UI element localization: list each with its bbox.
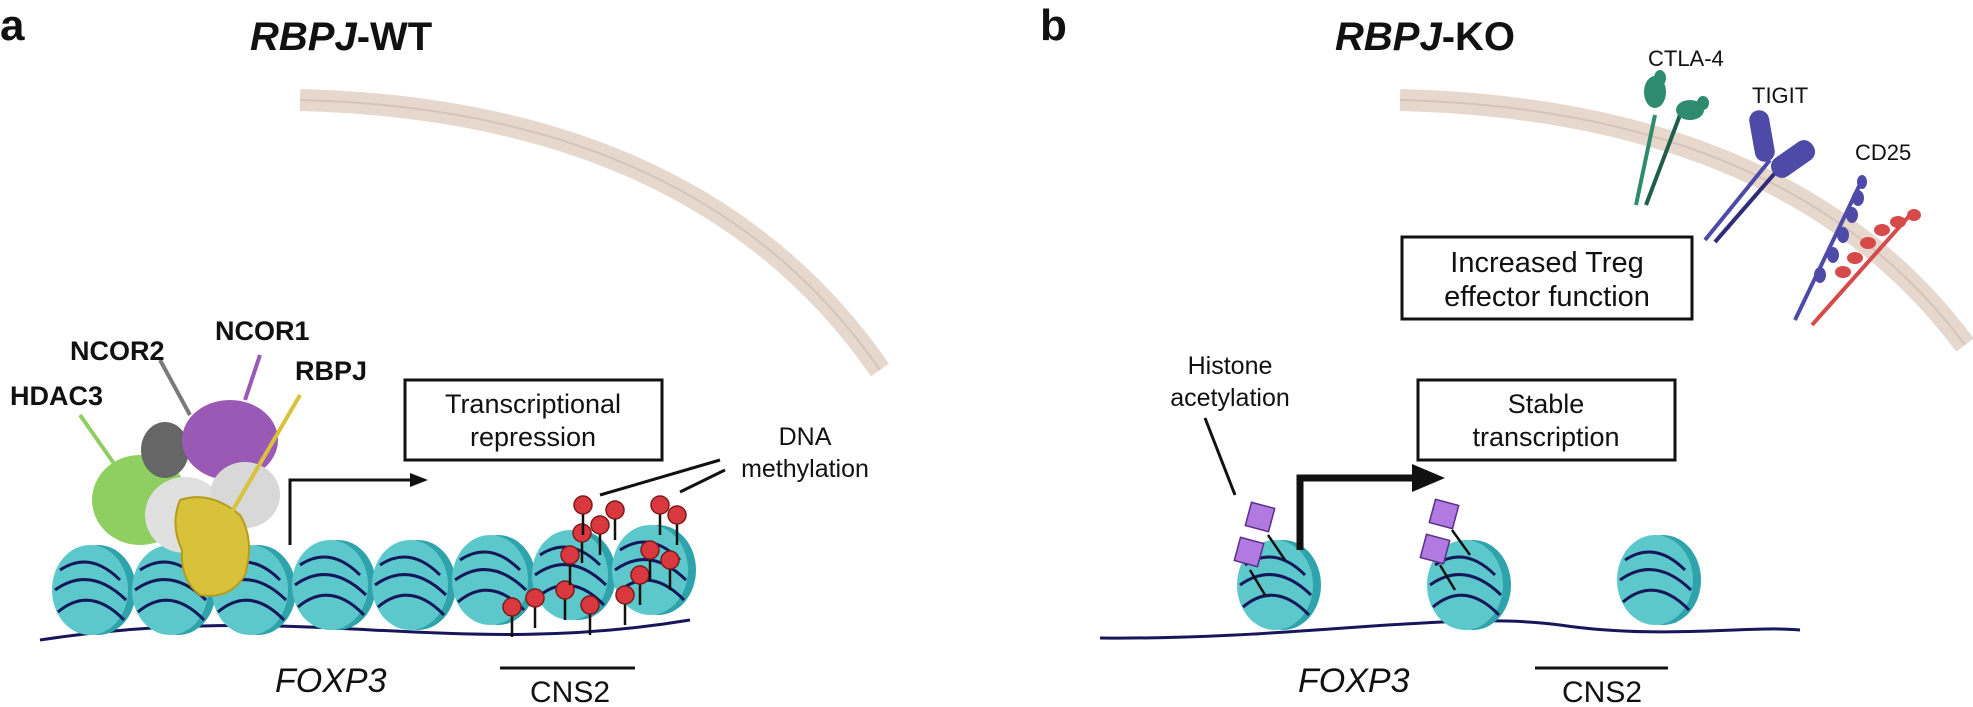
panel-a: a RBPJ-WT (0, 1, 890, 707)
ncor1-blob (182, 400, 278, 480)
stable-transcription-box (1416, 378, 1677, 462)
cd25-receptor (1793, 175, 1921, 327)
panel-b: b RBPJ-KO CTLA-4 TIGIT (1040, 1, 1973, 707)
foxp3-label-b: FOXP3 (1298, 662, 1410, 700)
repression-box (403, 378, 664, 462)
hdac3-label: HDAC3 (10, 381, 103, 411)
tigit-label: TIGIT (1752, 83, 1808, 108)
nucleosome-array-b (1235, 533, 1703, 632)
effector-box (1400, 235, 1694, 321)
ctla4-receptor (1634, 70, 1709, 206)
effector-box-line2: effector function (1444, 281, 1650, 313)
stable-box-line2: transcription (1472, 422, 1619, 452)
repression-box-line2: repression (470, 422, 596, 452)
panel-b-title: RBPJ-KO (1335, 15, 1515, 59)
tss-arrow-b (1296, 464, 1445, 550)
panel-b-title-gene: RBPJ (1335, 15, 1442, 59)
ncor1-label: NCOR1 (215, 316, 310, 346)
cell-membrane-a (299, 89, 890, 377)
tss-arrow-a (288, 473, 428, 545)
stable-box-line1: Stable (1508, 389, 1585, 419)
acetylation-marks (1233, 498, 1472, 596)
cd25-label: CD25 (1855, 140, 1911, 165)
panel-a-title-suffix: -WT (357, 15, 433, 59)
panel-a-letter: a (0, 1, 25, 50)
panel-b-title-suffix: -KO (1442, 15, 1515, 59)
dna-strand-a (39, 618, 691, 642)
dna-methylation-line2: methylation (741, 455, 869, 483)
ncor2-blob (141, 422, 189, 478)
cell-membrane-b (1399, 89, 1973, 352)
repression-box-line1: Transcriptional (445, 389, 621, 419)
cns2-label-b: CNS2 (1562, 676, 1642, 707)
panel-a-title: RBPJ-WT (250, 15, 432, 59)
ctla4-label: CTLA-4 (1648, 46, 1724, 71)
cns2-label-a: CNS2 (530, 676, 610, 707)
histone-acetylation-line2: acetylation (1170, 384, 1290, 412)
ncor2-label: NCOR2 (70, 336, 165, 366)
rbpj-blob (174, 496, 250, 597)
tigit-receptor (1703, 110, 1816, 244)
rbpj-label: RBPJ (295, 356, 367, 386)
dna-strand-b (1099, 619, 1801, 640)
panel-b-letter: b (1040, 1, 1067, 50)
effector-box-line1: Increased Treg (1450, 247, 1643, 279)
corepressor-complex (92, 400, 280, 597)
histone-acetylation-line1: Histone (1188, 352, 1273, 380)
dna-methylation-line1: DNA (779, 423, 832, 451)
foxp3-label-a: FOXP3 (275, 662, 387, 700)
panel-a-title-gene: RBPJ (250, 15, 357, 59)
